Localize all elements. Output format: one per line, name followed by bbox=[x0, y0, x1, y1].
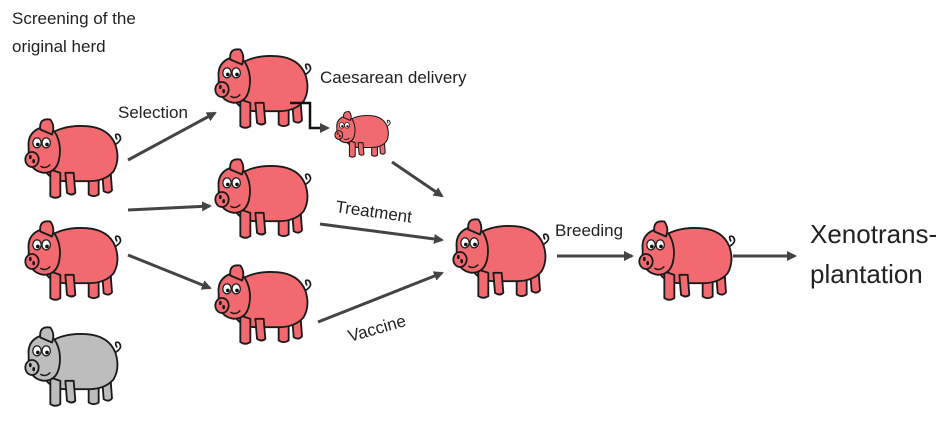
breeding-label: Breeding bbox=[555, 221, 623, 240]
pig-icon bbox=[335, 112, 390, 158]
pig-icon bbox=[215, 49, 310, 128]
caesarean-label: Caesarean delivery bbox=[320, 68, 467, 87]
xenotransplantation-label-line1: Xenotrans- bbox=[810, 219, 937, 249]
pig-icon bbox=[215, 265, 310, 344]
vaccine-arrow bbox=[318, 273, 442, 322]
piglet-arrow bbox=[392, 162, 442, 196]
pig-icon bbox=[639, 221, 734, 300]
pig-icon bbox=[25, 119, 120, 198]
treatment-arrow bbox=[320, 224, 442, 240]
vaccine-label: Vaccine bbox=[346, 311, 408, 346]
selection-arrow-middle bbox=[128, 206, 210, 210]
screening-label-line1: Screening of the bbox=[12, 9, 136, 28]
screening-label-line2: original herd bbox=[12, 37, 106, 56]
pig-icon bbox=[453, 219, 548, 298]
pig-icon bbox=[215, 159, 310, 238]
pig-icon bbox=[25, 327, 120, 406]
pig-icon bbox=[25, 221, 120, 300]
selection-label: Selection bbox=[118, 103, 188, 122]
xenotransplantation-label-line2: plantation bbox=[810, 259, 923, 289]
selection-arrow-bottom bbox=[128, 255, 210, 288]
treatment-label: Treatment bbox=[334, 197, 413, 227]
